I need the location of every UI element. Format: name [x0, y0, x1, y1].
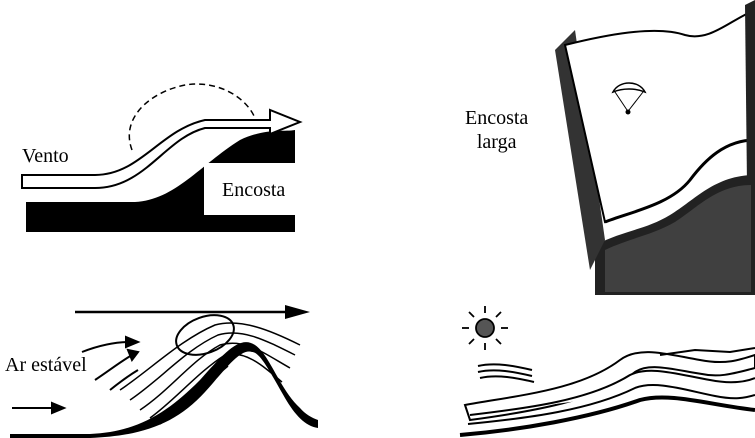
- dashed-lift-zone: [129, 84, 255, 150]
- wide-slope-diagram: Encosta larga: [455, 0, 755, 300]
- thermal-layers-diagram: [440, 300, 755, 438]
- small-layer: [478, 364, 534, 382]
- wide-slope-label-line2: larga: [465, 130, 528, 154]
- folded-layers: [465, 348, 755, 424]
- wide-slope-label: Encosta larga: [465, 106, 528, 154]
- slope-wind-diagram: Vento Encosta: [0, 0, 330, 235]
- thermal-layers-illustration: [440, 300, 755, 438]
- slope-label: Encosta: [222, 178, 285, 202]
- wide-slope-label-line1: Encosta: [465, 106, 528, 130]
- stable-air-label: Ar estável: [5, 353, 87, 377]
- sun-icon: [462, 306, 508, 350]
- wind-label: Vento: [22, 144, 69, 168]
- stable-air-diagram: Ar estável: [0, 290, 340, 438]
